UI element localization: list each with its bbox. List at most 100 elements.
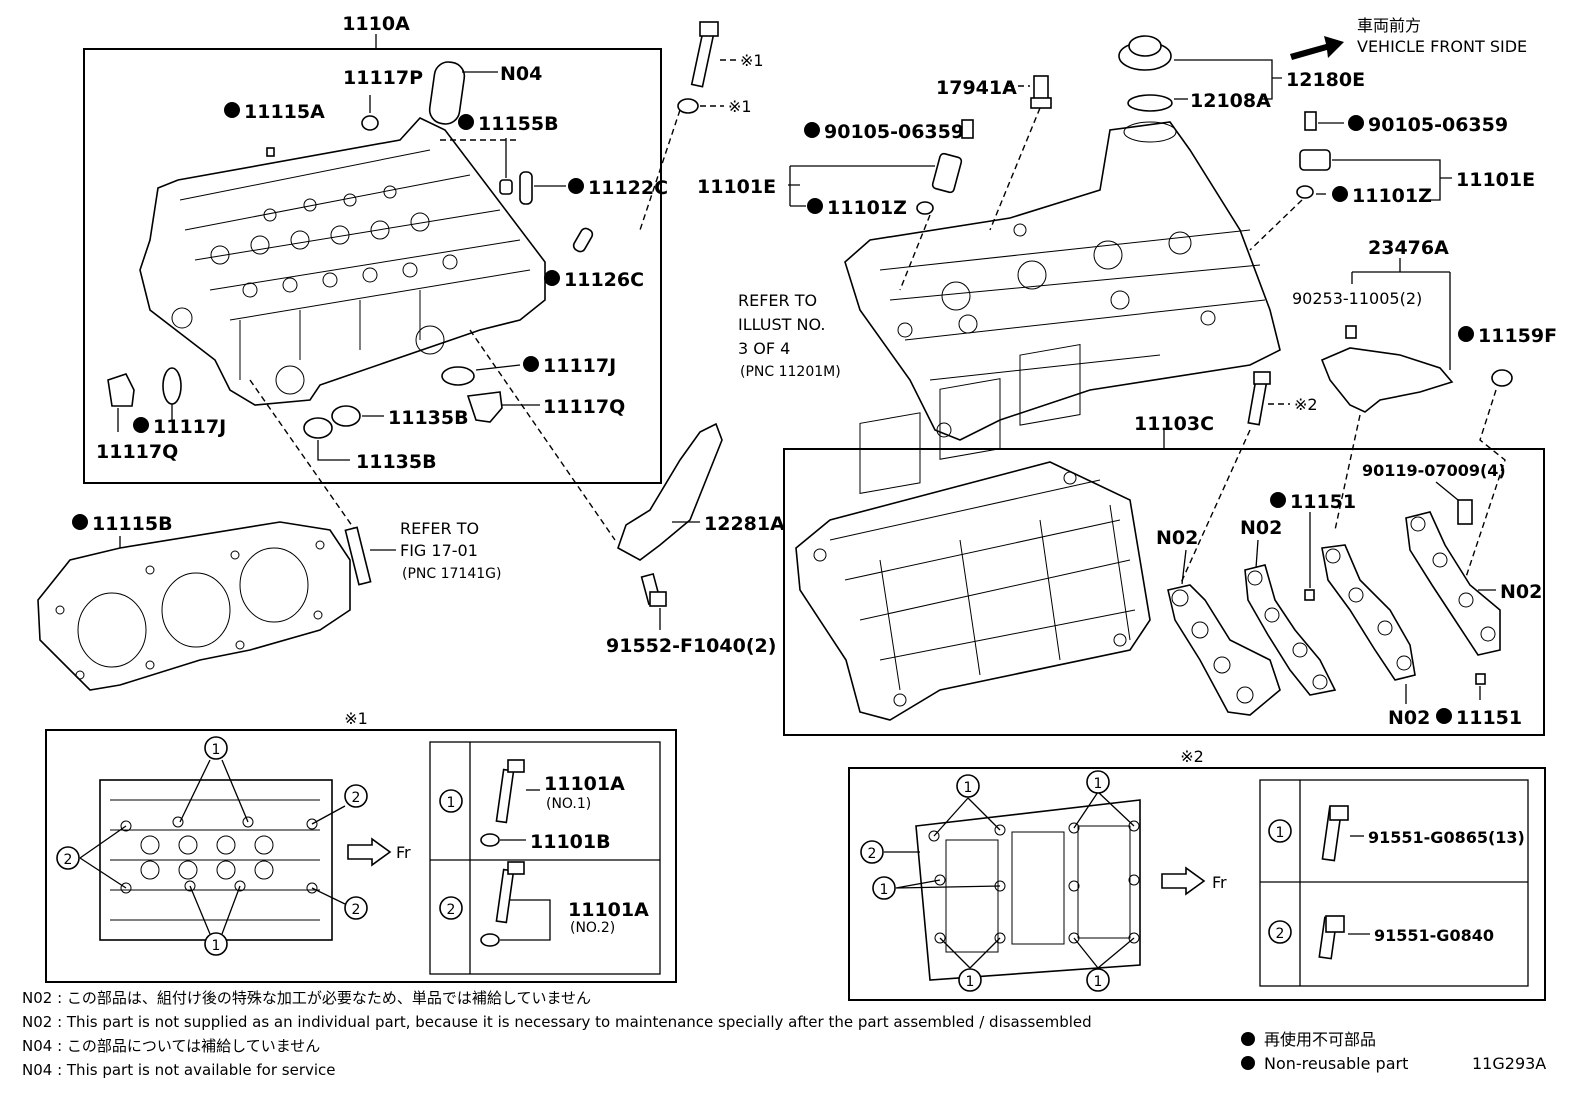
bolt-90105-right xyxy=(1304,111,1317,131)
label-17941A: 17941A xyxy=(936,77,1017,99)
plug-11117Q-left xyxy=(107,373,135,407)
inset1-head-topview xyxy=(99,779,333,941)
inset2-front-arrow-icon xyxy=(1161,866,1206,896)
front-arrow-icon xyxy=(1290,36,1344,60)
nonreusable-dot xyxy=(458,114,474,130)
inset1-row1-num: 1 xyxy=(447,795,456,811)
nonreusable-dot xyxy=(544,270,560,286)
label-refer-illust-3: 3 OF 4 xyxy=(738,339,790,358)
pin-11151-a xyxy=(1304,589,1315,601)
nonreusable-dot xyxy=(807,198,823,214)
label-11117Q-left: 11117Q xyxy=(96,441,178,463)
bolt-91552-head xyxy=(649,591,667,607)
label-90105-left: 90105-06359 xyxy=(824,121,964,143)
nonreusable-dot xyxy=(224,102,240,118)
bolt-mark2 xyxy=(1247,378,1268,426)
pin-11155B xyxy=(499,179,513,195)
inset2-leaders xyxy=(884,791,1135,969)
seal-11135B-a xyxy=(331,405,361,427)
head-bolt xyxy=(690,30,715,88)
svg-text:2: 2 xyxy=(352,902,361,918)
label-11117J-right: 11117J xyxy=(543,355,616,377)
legend-dot-icon xyxy=(1241,1032,1255,1046)
label-refer-fig-1: REFER TO xyxy=(400,519,479,538)
label-mark1-top: ※1 xyxy=(740,51,764,70)
label-90105-right: 90105-06359 xyxy=(1368,114,1508,136)
label-11117J-left: 11117J xyxy=(153,416,226,438)
nonreusable-dot xyxy=(568,178,584,194)
label-91551-G0840: 91551-G0840 xyxy=(1374,926,1494,945)
pin-11151-b xyxy=(1475,673,1486,685)
sleeve-N04 xyxy=(428,61,466,125)
inset1-fr: Fr xyxy=(396,843,411,862)
label-11101E-right: 11101E xyxy=(1456,169,1535,191)
bolt-head xyxy=(699,21,719,37)
label-11155B: 11155B xyxy=(478,113,559,135)
fuel-pump-lifter-guide-23476A xyxy=(1320,347,1454,413)
inset2-carrier-topview xyxy=(915,799,1141,981)
legend-jp: 再使用不可部品 xyxy=(1264,1030,1376,1049)
inset2-box xyxy=(848,767,1546,1001)
inset2-fr: Fr xyxy=(1212,873,1227,892)
label-N02-a: N02 xyxy=(1156,527,1198,549)
bolt-11101A-no1 xyxy=(495,768,515,824)
nonreusable-dot xyxy=(133,417,149,433)
bolt-90105-left xyxy=(961,119,974,139)
inset2-row2-num: 2 xyxy=(1276,926,1285,942)
label-11159F: 11159F xyxy=(1478,325,1557,347)
note-n04-jp: N04 : この部品については補給していません xyxy=(22,1037,320,1055)
label-11122C: 11122C xyxy=(588,177,668,199)
nonreusable-dot xyxy=(1458,326,1474,342)
svg-text:2: 2 xyxy=(868,846,877,862)
stud-bolt xyxy=(344,526,372,586)
inset1-callouts: 1 1 2 2 2 xyxy=(56,736,368,956)
bolt-90119 xyxy=(1457,499,1473,525)
label-11101A-no1: 11101A xyxy=(544,773,625,795)
svg-text:1: 1 xyxy=(1094,974,1103,990)
svg-text:1: 1 xyxy=(880,882,889,898)
nonreusable-dot xyxy=(72,514,88,530)
label-12281A: 12281A xyxy=(704,513,785,535)
label-11117P: 11117P xyxy=(343,67,423,89)
plug-11117P xyxy=(361,115,379,131)
label-11126C: 11126C xyxy=(564,269,644,291)
label-mark1-top-2: ※1 xyxy=(728,97,752,116)
nonreusable-dot xyxy=(523,356,539,372)
label-11135B-b: 11135B xyxy=(356,451,437,473)
cam-carrier-drawing xyxy=(795,343,1151,721)
svg-text:2: 2 xyxy=(64,852,73,868)
label-refer-fig-2: FIG 17-01 xyxy=(400,541,478,560)
direction-jp: 車両前方 xyxy=(1357,16,1421,35)
inset1-row2-num: 2 xyxy=(447,902,456,918)
label-11135B-a: 11135B xyxy=(388,407,469,429)
sensor-11101E-left xyxy=(931,152,963,194)
legend-en: Non-reusable part xyxy=(1264,1054,1408,1073)
svg-text:1: 1 xyxy=(212,742,221,758)
gasket-12108A xyxy=(1127,94,1173,112)
seal-11135B-b xyxy=(303,417,333,439)
label-11151-a: 11151 xyxy=(1290,491,1356,513)
label-11151-b: 11151 xyxy=(1456,707,1522,729)
washer-11101B xyxy=(480,833,500,847)
note-n04-en: N04 : This part is not available for ser… xyxy=(22,1061,336,1079)
svg-text:1: 1 xyxy=(966,974,975,990)
inset2-table xyxy=(1259,779,1529,987)
inset1-front-arrow-icon xyxy=(347,837,392,867)
label-refer-illust-4: (PNC 11201M) xyxy=(740,364,841,380)
label-11115B: 11115B xyxy=(92,513,173,535)
bearing-caps-drawing xyxy=(1167,511,1501,716)
inset2-callouts: 1 1 2 1 1 1 xyxy=(860,770,1110,992)
pin-11115A xyxy=(266,147,275,157)
label-12180E: 12180E xyxy=(1286,69,1365,91)
svg-text:1: 1 xyxy=(964,780,973,796)
sensor-11101E-right xyxy=(1299,149,1331,171)
svg-text:1: 1 xyxy=(1094,776,1103,792)
label-12108A: 12108A xyxy=(1190,90,1271,112)
label-23476A: 23476A xyxy=(1368,237,1449,259)
label-refer-illust-1: REFER TO xyxy=(738,291,817,310)
direction-en: VEHICLE FRONT SIDE xyxy=(1357,37,1527,56)
label-N02-b: N02 xyxy=(1240,517,1282,539)
label-N02-d: N02 xyxy=(1500,581,1542,603)
note-n02-jp: N02 : この部品は、組付け後の特殊な加工が必要なため、単品では補給していませ… xyxy=(22,989,591,1007)
